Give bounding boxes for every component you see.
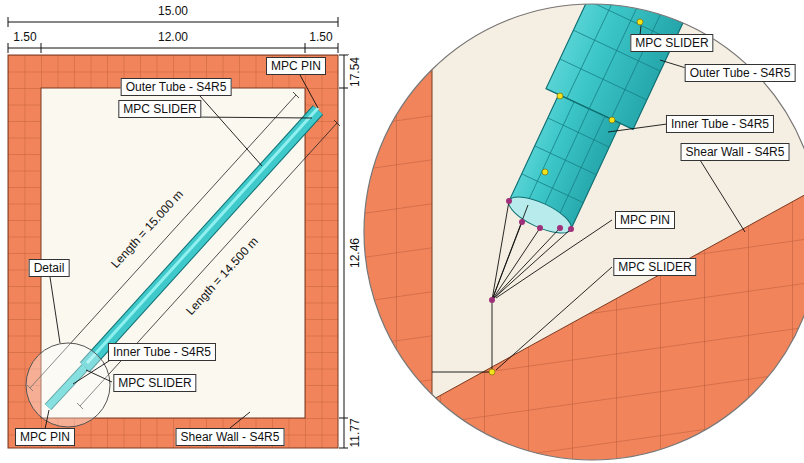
dimension: 17.54 xyxy=(348,55,362,89)
dimension: 11.77 xyxy=(348,416,362,449)
dimension: 1.50 xyxy=(307,30,334,44)
part-label: Inner Tube - S4R5 xyxy=(108,343,216,361)
part-label: MPC SLIDER xyxy=(613,258,696,276)
part-label: MPC PIN xyxy=(15,428,75,446)
part-label: Shear Wall - S4R5 xyxy=(681,143,790,161)
dimension: 12.00 xyxy=(156,30,190,44)
part-label: Detail xyxy=(29,259,70,277)
part-label: Outer Tube - S4R5 xyxy=(685,64,796,82)
dimension: 15.00 xyxy=(156,4,190,18)
part-label: Inner Tube - S4R5 xyxy=(666,115,774,133)
part-label: MPC SLIDER xyxy=(113,374,196,392)
part-label: MPC SLIDER xyxy=(630,34,713,52)
part-label: MPC SLIDER xyxy=(118,100,201,118)
part-label: Outer Tube - S4R5 xyxy=(121,78,232,96)
part-label: MPC PIN xyxy=(266,57,326,75)
dimension: 12.46 xyxy=(348,236,362,270)
part-label: Shear Wall - S4R5 xyxy=(176,428,285,446)
dimension: 1.50 xyxy=(11,30,38,44)
part-label: MPC PIN xyxy=(615,211,675,229)
